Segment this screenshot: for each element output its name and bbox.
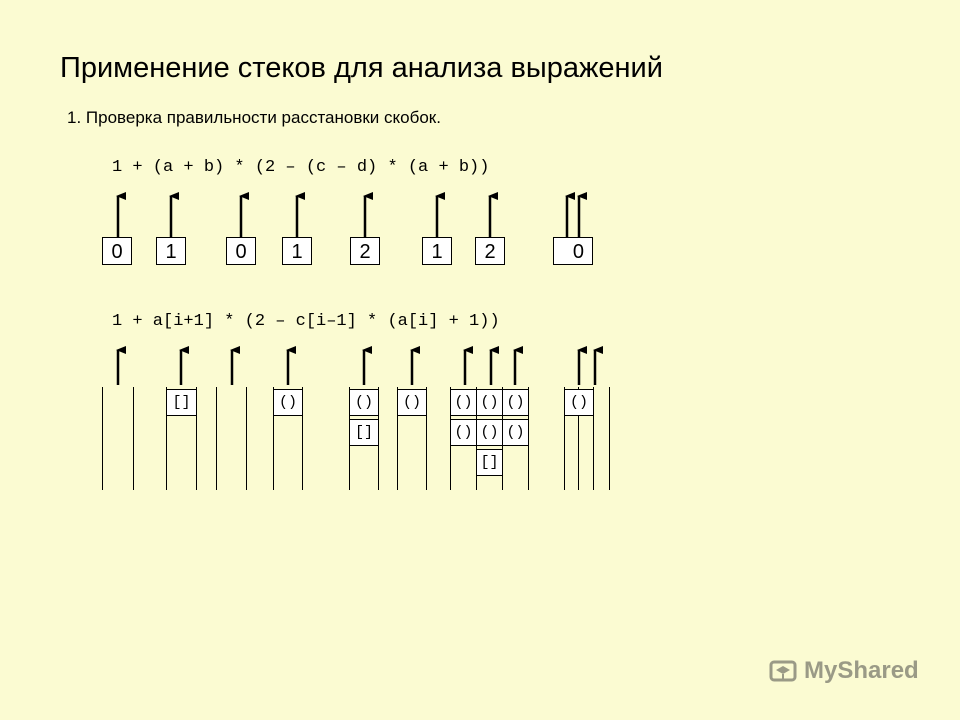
stack-wall (216, 387, 217, 490)
expression-1: 1 + (a + b) * (2 – (c – d) * (a + b)) (112, 158, 490, 177)
stack-wall (564, 387, 565, 490)
stack-wall (133, 387, 134, 490)
stack-wall (426, 387, 427, 490)
mortarboard-icon (769, 660, 797, 682)
stack-wall (273, 387, 274, 490)
depth-counter: 1 (282, 237, 312, 265)
stack-wall (196, 387, 197, 490)
stack-cell: () (502, 419, 529, 446)
depth-counter: 2 (475, 237, 505, 265)
stack-cell: () (450, 419, 477, 446)
stack-wall (302, 387, 303, 490)
depth-counter: 0 (102, 237, 132, 265)
depth-counter: 2 (350, 237, 380, 265)
stack-cell: () (476, 389, 503, 416)
stack-cell: () (450, 389, 477, 416)
stack-cell: () (502, 389, 529, 416)
stack-cell: [] (166, 389, 197, 416)
slide-subtitle: 1. Проверка правильности расстановки ско… (67, 108, 441, 127)
depth-counter: 1 (422, 237, 452, 265)
stack-wall (102, 387, 103, 490)
stack-cell: [] (349, 419, 379, 446)
depth-counter: 1 (156, 237, 186, 265)
stack-wall (578, 387, 579, 490)
stack-wall (166, 387, 167, 490)
stack-cell: () (564, 389, 594, 416)
stack-cell: () (397, 389, 427, 416)
slide-title: Применение стеков для анализа выражений (60, 52, 663, 84)
stack-cell: () (273, 389, 303, 416)
stack-wall (397, 387, 398, 490)
stack-wall (593, 387, 594, 490)
stack-wall (609, 387, 610, 490)
depth-counter: 0 (226, 237, 256, 265)
stack-cell: () (349, 389, 379, 416)
expression-2: 1 + a[i+1] * (2 – c[i–1] * (a[i] + 1)) (112, 312, 500, 331)
watermark-logo: MyShared (768, 656, 919, 686)
depth-counter: 0 (553, 237, 593, 265)
stack-wall (246, 387, 247, 490)
watermark-text: MyShared (804, 657, 919, 684)
stack-cell: () (476, 419, 503, 446)
stack-cell: [] (476, 449, 503, 476)
